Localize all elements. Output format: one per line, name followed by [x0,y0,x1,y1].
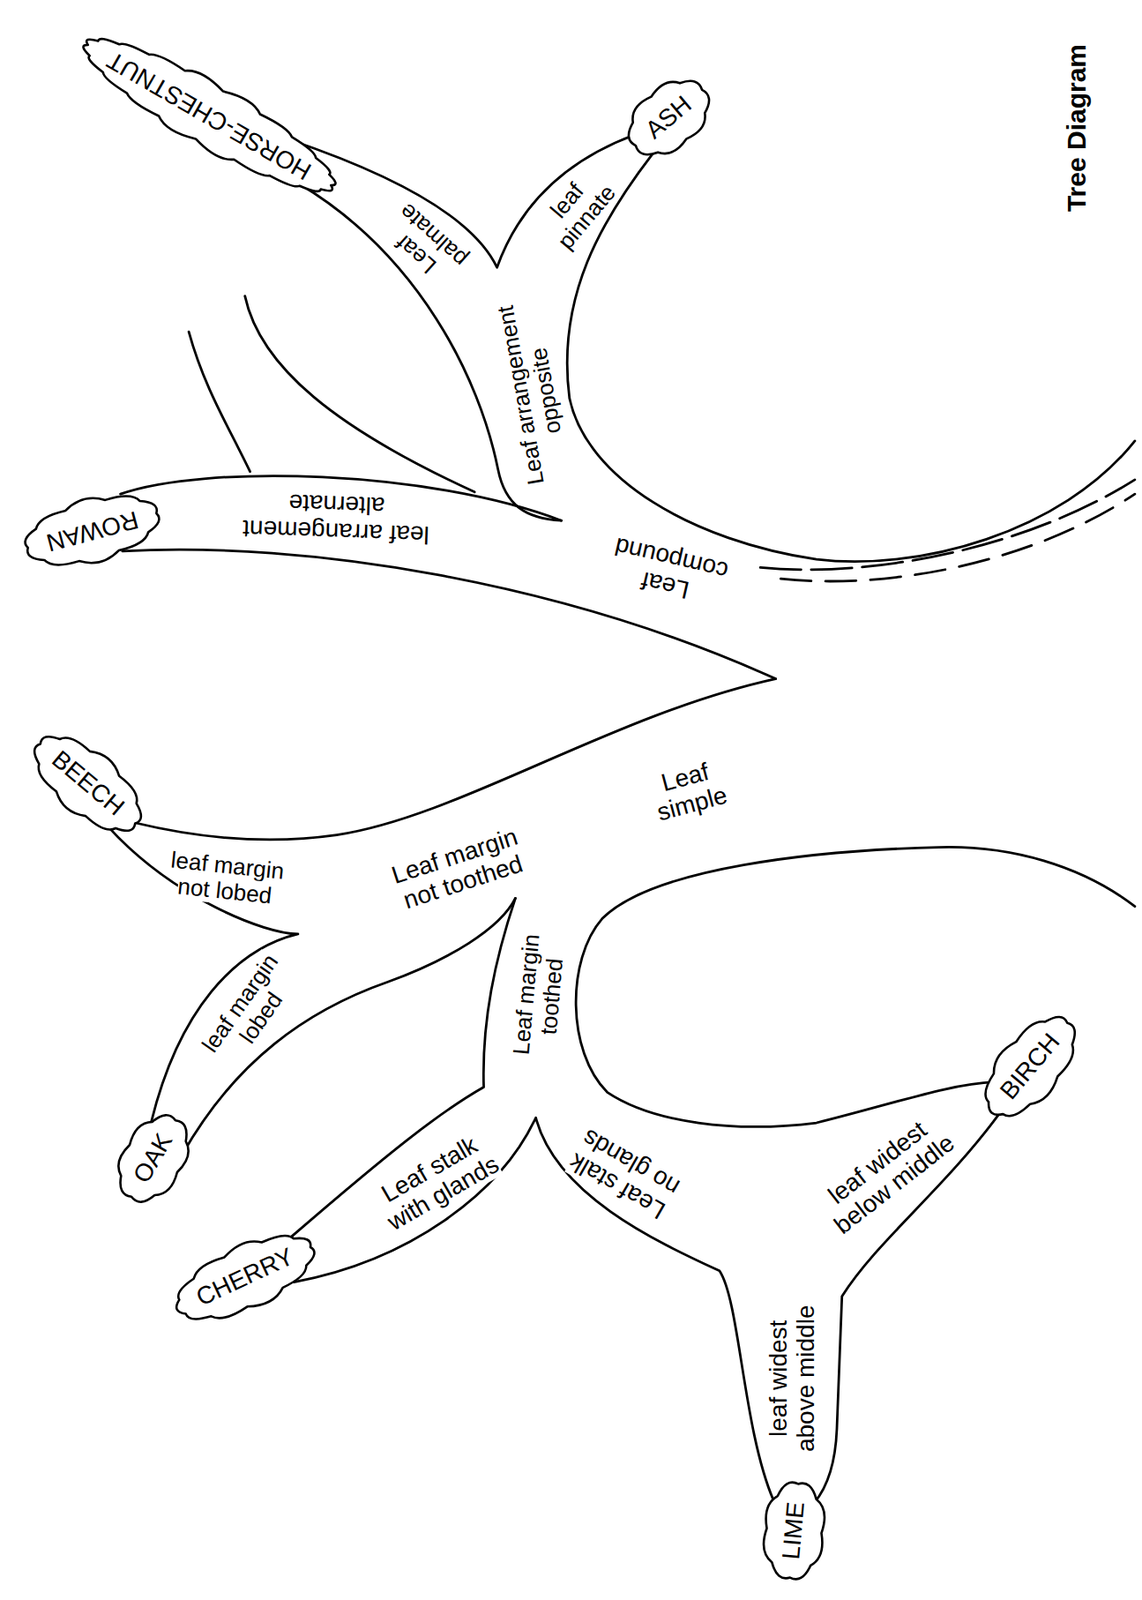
tree-name: HORSE-CHESTNUT [102,45,316,187]
branch-label-text: leaf margin not lobed [170,845,286,909]
cloud-line [968,1001,1093,1134]
tree-name-cloud: ROWAN [9,476,175,586]
branch-outline [567,153,1135,562]
branch-label-text: Leaf palmate [390,198,472,279]
branch-label-text: Leaf simple [654,757,731,826]
tree-name-cloud: BIRCH [960,992,1103,1142]
branch-label: leaf pinnate [529,157,625,258]
cloud-line [18,718,157,851]
branch-outline [108,826,299,1123]
tree-branches [108,134,1135,1503]
branch-outline [814,1112,1001,1502]
branch-stub [245,296,475,493]
branch-label: Leaf palmate [373,194,476,295]
branch-outline [134,679,777,840]
branch-stub [188,331,250,472]
cloud-line [68,15,350,215]
branch-label-text: leaf margin lobed [195,948,287,1058]
branch-outline [181,897,516,1156]
branch-label: leaf widest below middle [806,1103,966,1244]
branch-label: leaf margin not lobed [160,845,293,910]
branch-label: Leaf stalk no glands [557,1119,692,1228]
branch-label: Leaf arrangement opposite [491,295,575,492]
branch-label-text: Leaf compound [612,532,731,605]
branch-label: Leaf simple [639,753,739,829]
branch-label: leaf arrangement alternate [231,486,441,549]
cloud-line [761,1480,829,1582]
tree-name-cloud: LIME [753,1471,836,1590]
branch-label-text: Leaf arrangement opposite [491,303,566,486]
branch-outline [291,897,516,1237]
ground-line [780,493,1135,582]
diagram-title: Tree Diagram [1061,44,1092,212]
branch-label-text: leaf arrangement alternate [242,489,431,549]
branch-label-text: leaf widest above middle [763,1304,819,1452]
branch-label: Leaf stalk with glands [362,1122,512,1240]
tree-name-cloud: ASH [604,55,733,180]
branch-label: Leaf margin not toothed [381,821,538,919]
branch-label: Leaf margin toothed [507,922,571,1068]
branch-outline [293,1117,774,1501]
branch-label-text: Leaf stalk no glands [565,1124,685,1225]
cloud-line [615,66,722,169]
ground-line [760,479,1135,570]
tree-name-cloud: BEECH [9,709,166,858]
branch-label-text: Leaf margin toothed [507,932,568,1055]
branch-label: Leaf compound [597,529,739,613]
cloud-line [104,1104,202,1212]
branch-label: leaf margin lobed [194,945,307,1075]
branch-label-text: Leaf stalk with glands [376,1131,503,1237]
branch-label-text: Leaf margin not toothed [388,822,527,914]
cloud-line [163,1217,326,1339]
branch-label: leaf widest above middle [764,1296,820,1460]
branch-label-text: leaf pinnate [544,177,621,254]
tree-name: LIME [777,1500,812,1561]
cloud-line [17,482,166,581]
branch-label-text: leaf widest below middle [822,1115,960,1240]
tree-name-cloud: CHERRY [156,1209,335,1345]
tree-name-cloud: OAK [95,1094,212,1223]
tree-name-cloud: HORSE-CHESTNUT [61,8,358,222]
